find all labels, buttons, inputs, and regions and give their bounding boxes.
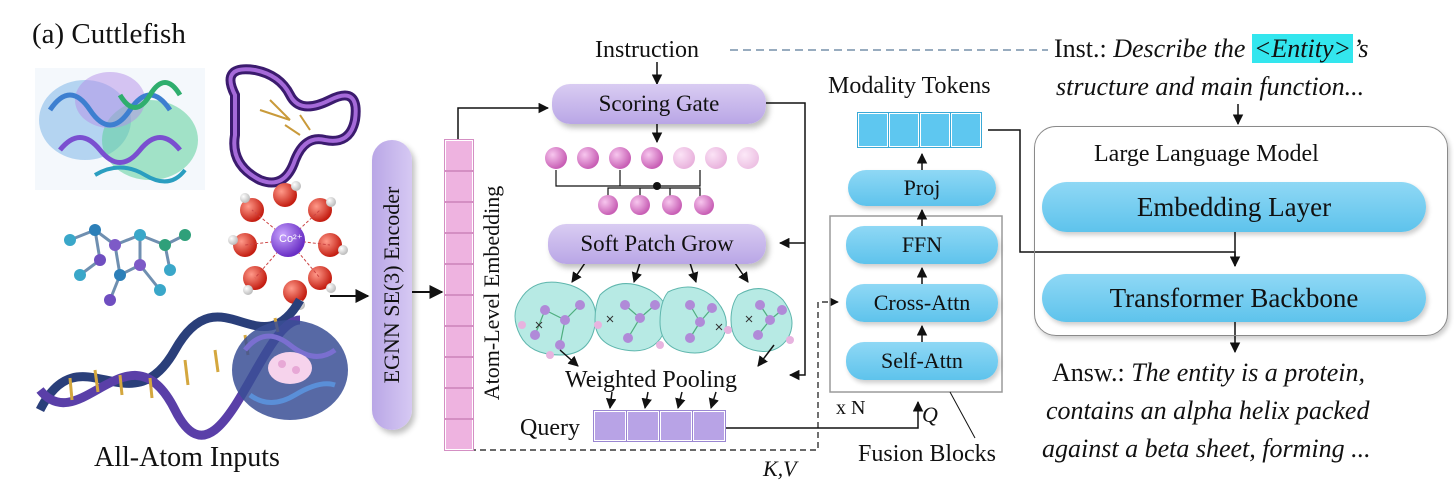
inst-part2: ’s — [1353, 34, 1369, 63]
answer-line1: The entity is a protein, — [1131, 358, 1365, 387]
panel-title: (a) Cuttlefish — [32, 18, 186, 50]
rna-hairpin-image — [225, 64, 361, 188]
answer-text-line1: Answ.: The entity is a protein, — [1052, 360, 1365, 386]
protein-ligand-image — [232, 320, 348, 420]
query-label: Query — [520, 415, 580, 441]
proj-block: Proj — [848, 170, 996, 206]
score-dots — [545, 147, 759, 169]
entity-highlight: <Entity> — [1251, 34, 1354, 63]
inst-prefix: Inst.: — [1054, 34, 1114, 63]
instruction-text-line2: structure and main function... — [1056, 72, 1365, 101]
answer-text-line2: contains an alpha helix packed — [1046, 396, 1370, 425]
transformer-backbone-block: Transformer Backbone — [1042, 274, 1426, 322]
encoder-label: EGNN SE(3) Encoder — [379, 186, 404, 384]
inputs-caption: All-Atom Inputs — [94, 442, 280, 473]
selected-dots — [598, 195, 714, 215]
q-label: Q — [922, 402, 938, 427]
small-molecule-image — [64, 224, 191, 306]
kv-label: K,V — [763, 456, 797, 481]
protein-structure-image — [35, 68, 205, 190]
soft-patch-grow-block: Soft Patch Grow — [548, 224, 766, 264]
instruction-label: Instruction — [595, 37, 699, 63]
scoring-gate-block: Scoring Gate — [552, 84, 766, 124]
answer-prefix: Answ.: — [1052, 358, 1132, 387]
fusion-caption: Fusion Blocks — [858, 441, 997, 467]
llm-container — [1034, 126, 1448, 336]
ffn-block: FFN — [846, 226, 998, 264]
ion-label: Co²⁺ — [279, 233, 303, 245]
llm-title: Large Language Model — [1094, 141, 1319, 167]
cross-attn-block: Cross-Attn — [846, 284, 998, 322]
instruction-text-line1: Inst.: Describe the <Entity>’s — [1054, 34, 1369, 63]
egnn-encoder-block — [372, 140, 412, 430]
patch-graphs — [514, 281, 794, 359]
answer-text-line3: against a beta sheet, forming ... — [1042, 434, 1371, 463]
weighted-pooling-label: Weighted Pooling — [565, 367, 738, 393]
atom-embedding-column — [444, 139, 474, 451]
metal-ion-complex-image — [228, 181, 348, 310]
embedding-layer-block: Embedding Layer — [1042, 182, 1426, 232]
self-attn-block: Self-Attn — [846, 342, 998, 380]
modality-tokens-label: Modality Tokens — [828, 73, 991, 99]
repeat-label: x N — [836, 397, 866, 419]
inst-part1: Describe the — [1113, 34, 1252, 63]
embedding-label: Atom-Level Embedding — [479, 185, 504, 401]
